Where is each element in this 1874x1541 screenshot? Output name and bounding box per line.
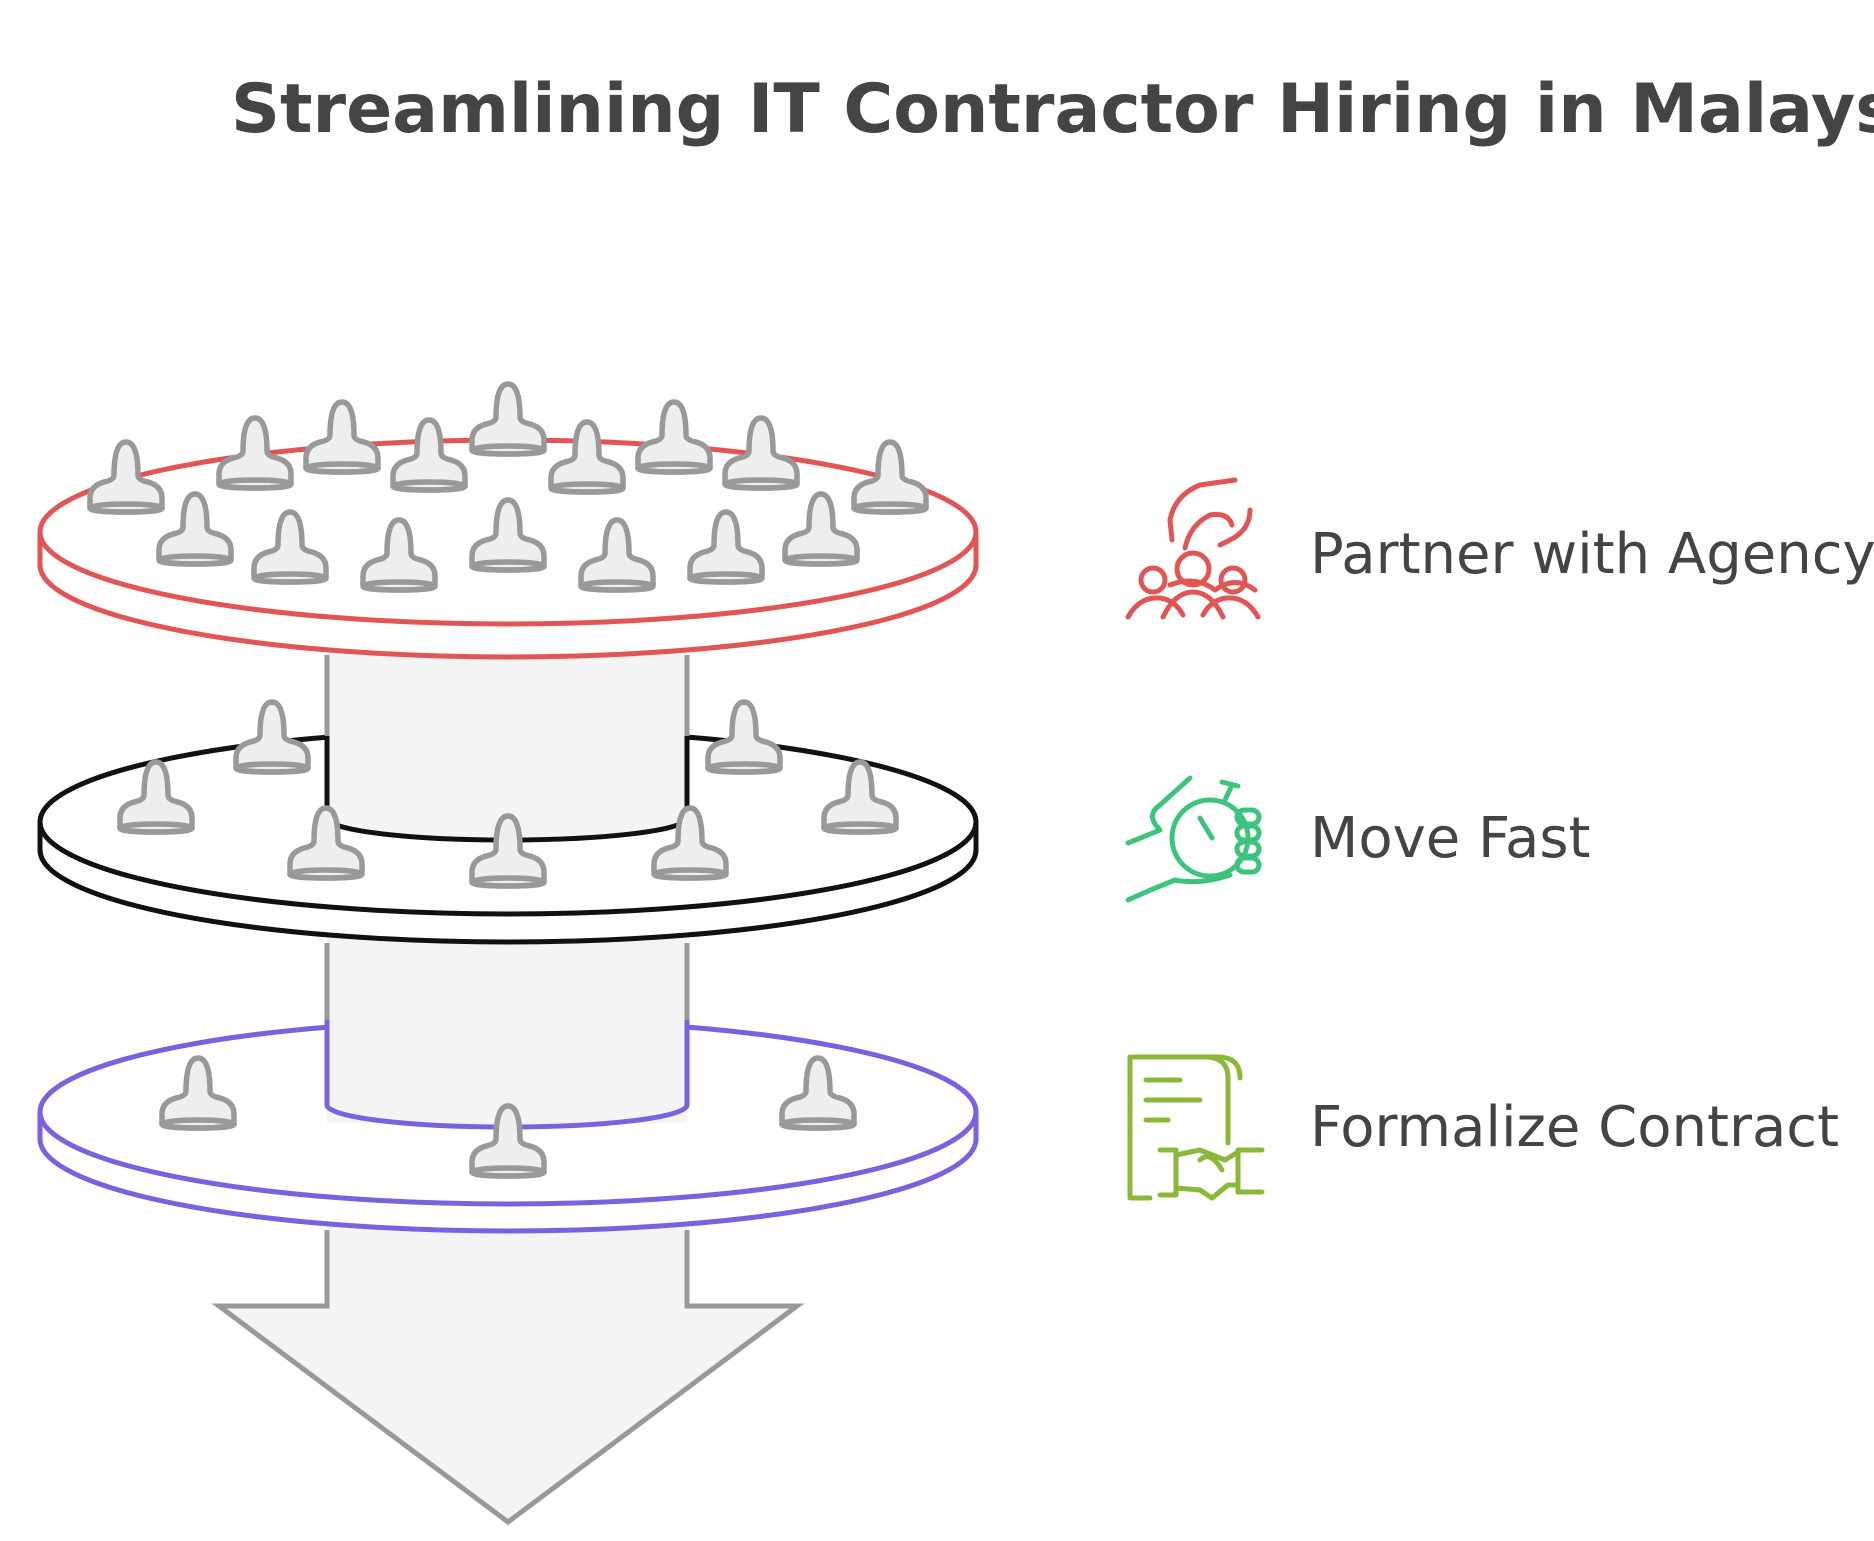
stage-label: Partner with Agency [1310,522,1874,587]
agency-handshake-icon [1125,477,1261,620]
person-icon [638,402,710,472]
stage-label: Move Fast [1310,806,1591,871]
contract-handshake-icon [1127,1054,1265,1201]
person-icon [236,702,308,772]
stage-partner-with-agency: Partner with Agency [1125,477,1874,620]
stage-formalize-contract: Formalize Contract [1127,1054,1839,1201]
funnel-outline [211,655,805,1526]
stage-move-fast: Move Fast [1125,775,1591,903]
person-icon [306,402,378,472]
diagram-title: Streamlining IT Contractor Hiring in Mal… [231,70,1874,149]
stopwatch-hand-icon [1125,775,1262,903]
middle-disc [37,640,979,945]
person-icon [472,384,544,454]
stage-label: Formalize Contract [1310,1095,1839,1160]
person-icon [708,702,780,772]
bottom-disc [37,940,979,1234]
